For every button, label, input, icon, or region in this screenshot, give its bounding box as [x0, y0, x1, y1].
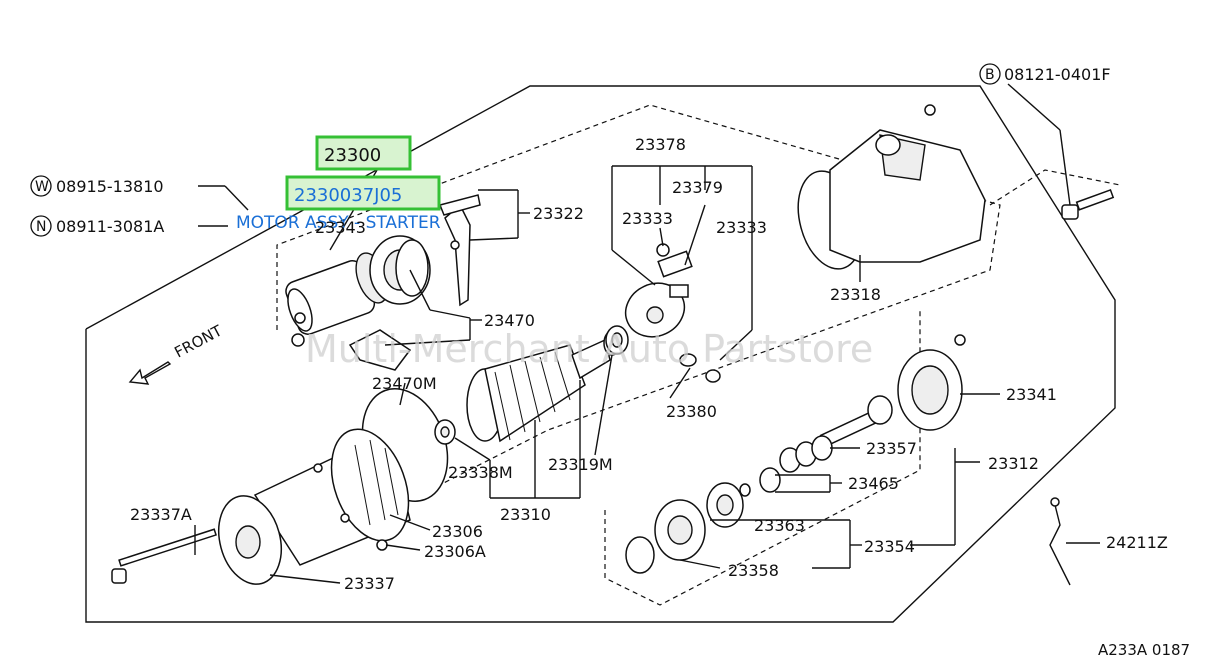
wire-terminal	[1050, 497, 1060, 507]
front-label: FRONT	[171, 321, 225, 361]
front-direction-indicator: FRONT	[128, 321, 226, 385]
springs-part	[739, 435, 833, 497]
callout-24211z[interactable]: 24211Z	[1106, 533, 1168, 552]
callout-23465[interactable]: 23465	[848, 474, 899, 493]
plunger-part	[369, 235, 431, 305]
part-number-link[interactable]: 2330037J05	[294, 185, 402, 206]
callout-23470m[interactable]: 23470M	[372, 374, 437, 393]
svg-text:08915-13810: 08915-13810	[56, 177, 164, 196]
callout-23312[interactable]: 23312	[988, 454, 1039, 473]
part-description: MOTOR ASSY - STARTER	[236, 213, 441, 233]
svg-text:N: N	[36, 219, 46, 235]
callout-23322[interactable]: 23322	[533, 204, 584, 223]
callout-bolt-b[interactable]: B 08121-0401F	[979, 63, 1111, 85]
callout-23357[interactable]: 23357	[866, 439, 917, 458]
pinion-group-outline	[604, 310, 921, 606]
yoke-part	[253, 388, 456, 566]
callout-23318[interactable]: 23318	[830, 285, 881, 304]
figure-code: A233A 0187	[1098, 641, 1190, 659]
bearing-part	[605, 325, 629, 355]
harness-wire	[1049, 504, 1071, 586]
callout-23341[interactable]: 23341	[1006, 385, 1057, 404]
svg-text:W: W	[35, 179, 49, 195]
callout-23379[interactable]: 23379	[672, 178, 723, 197]
callout-nut-n[interactable]: N 08911-3081A	[30, 215, 164, 237]
clutch-gear-part	[625, 482, 744, 574]
callout-23306a[interactable]: 23306A	[424, 542, 486, 561]
bolt-guide	[989, 169, 1121, 206]
pinion-shaft-part	[819, 395, 893, 448]
brush-holder-part	[624, 243, 693, 338]
callout-23306[interactable]: 23306	[432, 522, 483, 541]
callout-23380[interactable]: 23380	[666, 402, 717, 421]
pinion-housing-part	[897, 334, 966, 431]
svg-text:B: B	[985, 67, 995, 83]
armature-part	[466, 330, 621, 443]
rear-cover-part	[218, 495, 388, 585]
leader-lines	[194, 83, 1100, 584]
part-number-highlight[interactable]: 2330037J05	[285, 175, 441, 211]
through-bolt-left	[111, 528, 217, 584]
callout-23378[interactable]: 23378	[635, 135, 686, 154]
svg-text:08121-0401F: 08121-0401F	[1004, 65, 1111, 84]
assembly-outline	[85, 85, 1116, 623]
nut-parts	[679, 353, 721, 383]
callout-23354[interactable]: 23354	[864, 537, 915, 556]
assembly-number: 23300	[324, 145, 381, 166]
svg-text:08911-3081A: 08911-3081A	[56, 217, 164, 236]
shift-lever-part	[438, 194, 481, 307]
gear-housing-part	[797, 104, 986, 270]
callout-23358[interactable]: 23358	[728, 561, 779, 580]
assembly-highlight[interactable]: 23300	[315, 135, 412, 171]
lever-bracket-part	[348, 329, 412, 371]
callout-23337a[interactable]: 23337A	[130, 505, 192, 524]
through-bolt-right	[1061, 188, 1115, 220]
callout-23310[interactable]: 23310	[500, 505, 551, 524]
callout-23337[interactable]: 23337	[344, 574, 395, 593]
solenoid-group-outline	[276, 104, 1001, 496]
callout-23333-left[interactable]: 23333	[622, 209, 673, 228]
callout-23363[interactable]: 23363	[754, 516, 805, 535]
solenoid-part	[285, 252, 389, 347]
callout-23319m[interactable]: 23319M	[548, 455, 613, 474]
watermark-text: Multi-Merchant Auto Partstore	[305, 327, 873, 371]
callout-23333-right[interactable]: 23333	[716, 218, 767, 237]
callout-23470[interactable]: 23470	[484, 311, 535, 330]
callout-washer-w[interactable]: W 08915-13810	[30, 175, 164, 197]
callout-23343[interactable]: 23343	[315, 218, 366, 237]
callout-23338m[interactable]: 23338M	[448, 463, 513, 482]
